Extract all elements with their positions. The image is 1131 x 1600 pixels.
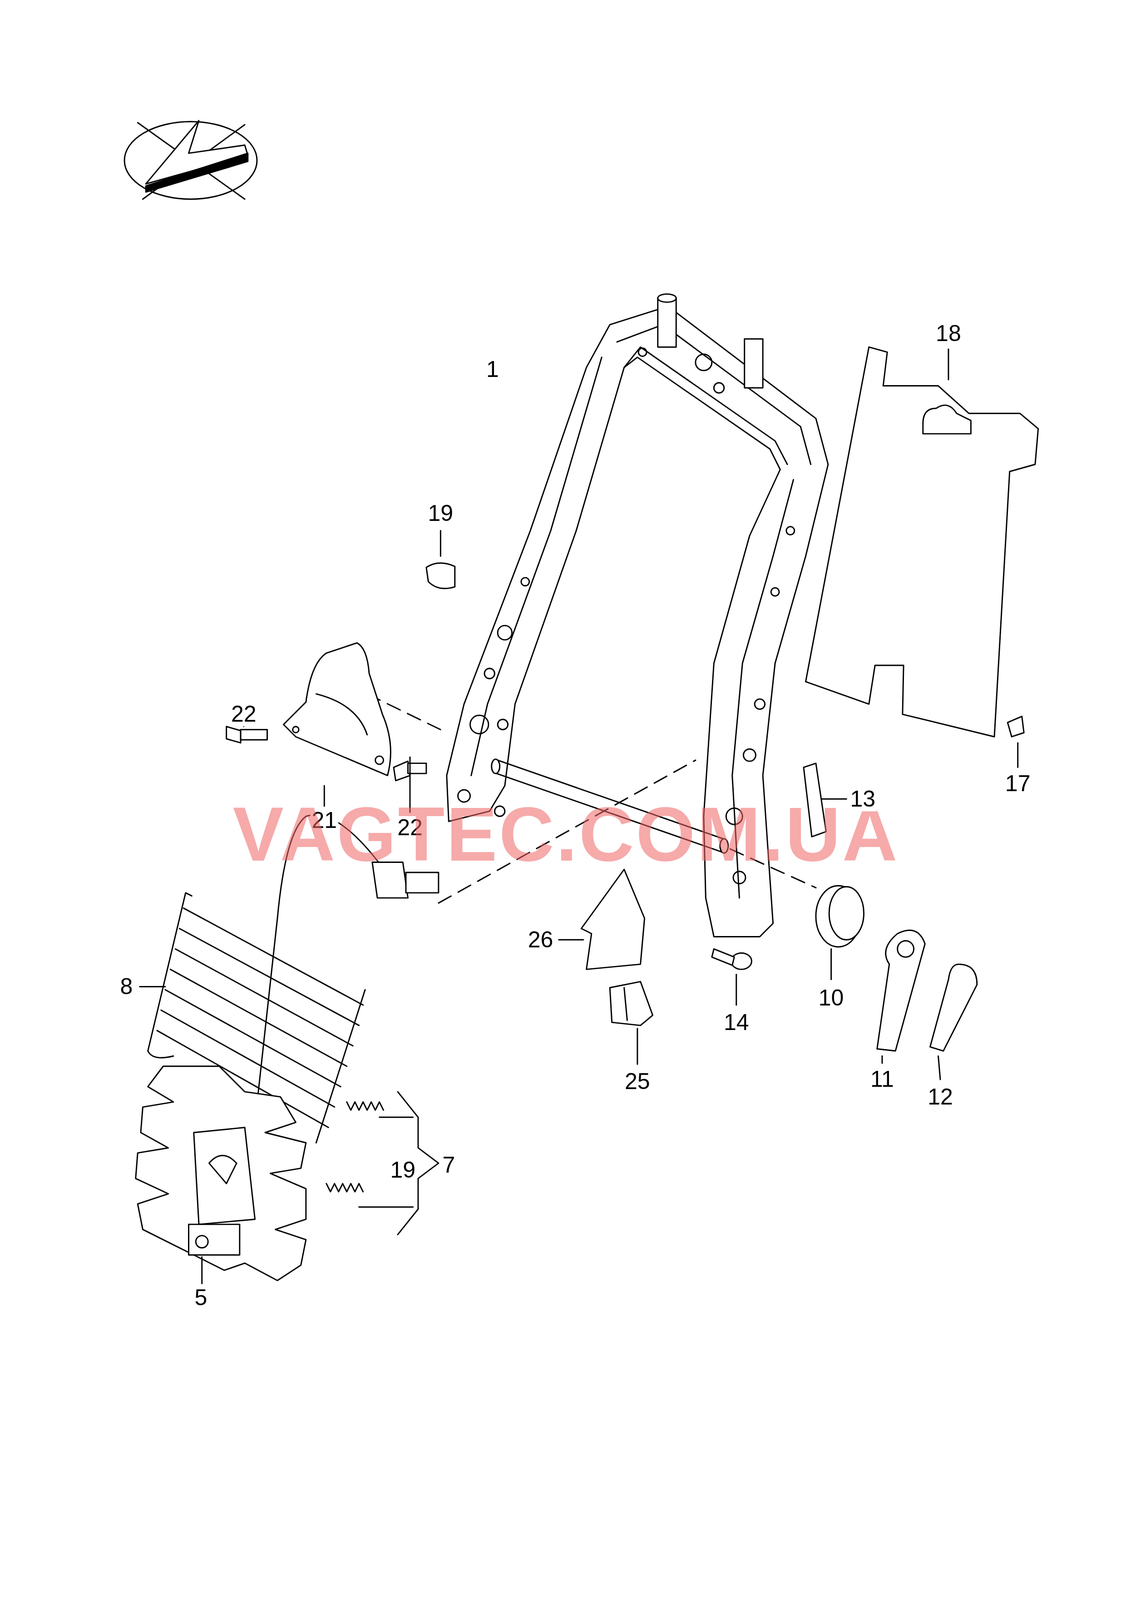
- callout-number: 8: [118, 973, 135, 999]
- watermark: VAGTEC.COM.UA: [232, 790, 900, 879]
- callout-number: 18: [934, 321, 963, 346]
- callout-number: 1: [484, 356, 501, 382]
- callout-number: 19: [388, 1157, 417, 1183]
- callout-number: 14: [722, 1009, 751, 1035]
- callout-number: 10: [817, 984, 846, 1010]
- callout-number: 5: [193, 1284, 209, 1310]
- callout-number: 19: [426, 500, 455, 526]
- callout-number: 25: [623, 1068, 652, 1094]
- callout-number: 26: [526, 926, 555, 952]
- callout-number: 7: [440, 1152, 457, 1178]
- callout-number: 13: [848, 785, 877, 811]
- callout-number: 11: [869, 1066, 896, 1092]
- callout-number: 17: [1003, 770, 1033, 796]
- callout-number: 22: [229, 701, 258, 727]
- callout-number: 12: [926, 1083, 955, 1109]
